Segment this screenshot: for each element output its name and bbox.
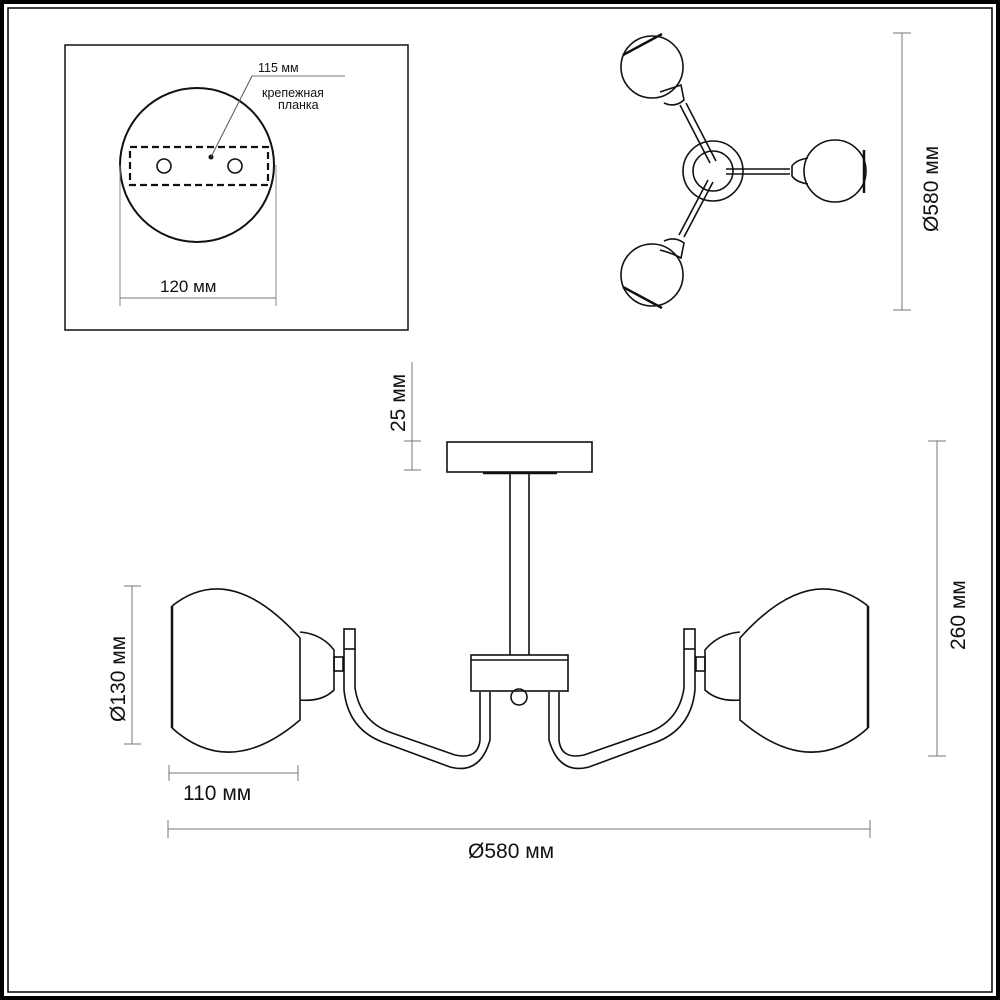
overall-diameter-label: Ø580 мм (468, 840, 554, 863)
plate-name-label-2: планка (278, 98, 319, 112)
shade-depth-label: 110 мм (183, 782, 251, 805)
canopy-diameter-label: 120 мм (160, 277, 216, 296)
side-view (170, 441, 870, 770)
top-diameter-label: Ø580 мм (920, 146, 943, 232)
top-view (620, 32, 867, 310)
mounting-inset (64, 44, 409, 331)
canopy-height-label: 25 мм (387, 374, 410, 432)
total-height-label: 260 мм (947, 580, 970, 650)
plate-length-label: 115 мм (258, 61, 299, 75)
shade-diameter-label: Ø130 мм (107, 636, 130, 722)
dimension-lines (124, 362, 946, 838)
plate-name-label: крепежная (262, 86, 324, 100)
top-diameter-dim (893, 32, 911, 311)
